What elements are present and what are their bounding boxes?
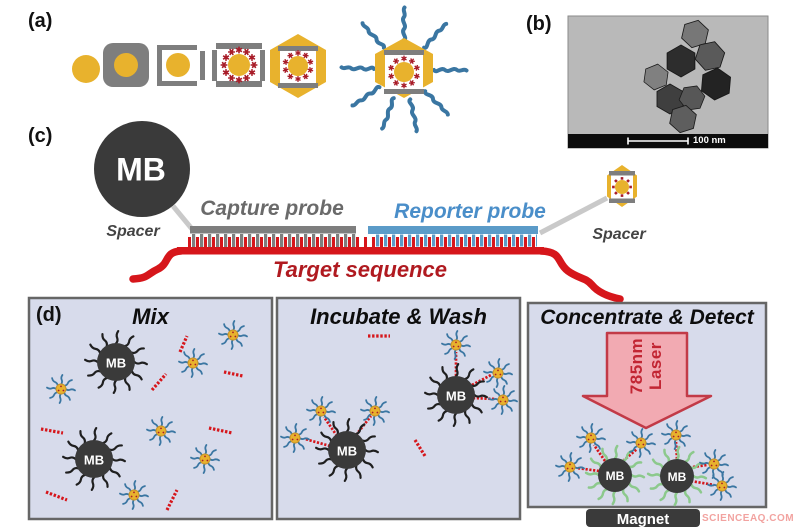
mix-contents	[40, 321, 247, 511]
target-strand-icon	[223, 370, 244, 378]
raman-reporter-icon	[212, 43, 265, 87]
panel-b-tem	[567, 15, 769, 149]
watermark: SCIENCEAQ.COM	[702, 513, 795, 524]
magnet-icon	[586, 509, 700, 527]
step-title-incubate: Incubate & Wash	[310, 304, 487, 329]
mb-label: MB	[605, 469, 625, 483]
spacer-right-label: Spacer	[592, 226, 646, 243]
target-strand-icon	[150, 372, 168, 392]
incubate-box	[275, 296, 522, 521]
panel-d-workflow	[27, 296, 768, 527]
target-strand-icon	[45, 490, 68, 502]
tem-micrograph	[567, 15, 769, 149]
silver-shell-icon	[103, 43, 149, 87]
step-title-concentrate: Concentrate & Detect	[540, 306, 754, 329]
mb-label: MB	[105, 355, 127, 371]
mb-label: MB	[336, 443, 358, 459]
target-strand-icon	[129, 237, 624, 303]
target-strand-icon	[165, 489, 179, 511]
panel-b-label: (b)	[526, 13, 552, 35]
etched-shell-icon	[157, 45, 205, 86]
laser-arrow-icon	[581, 331, 713, 430]
capture-probe-label: Capture probe	[200, 197, 344, 220]
capture-probe-comb	[190, 226, 356, 247]
reporter-probe-comb	[368, 226, 538, 247]
mb-label: MB	[445, 388, 467, 404]
magnetic-bead-icon	[94, 121, 190, 217]
mb-label: MB	[83, 452, 105, 468]
panel-c-scheme	[94, 121, 637, 303]
detect-contents	[556, 331, 736, 505]
mb-label: MB	[116, 151, 166, 188]
target-sequence-label: Target sequence	[272, 257, 448, 282]
incubate-contents	[281, 331, 517, 481]
spacer-link-left	[171, 204, 194, 231]
scalebar-label: 100 nm	[693, 135, 726, 146]
spacer-link-right	[538, 195, 609, 236]
laser-wavelength: 785nm	[627, 337, 646, 395]
target-strand-icon	[413, 439, 427, 457]
panel-a-synthesis	[72, 5, 469, 134]
target-strand-icon	[40, 427, 64, 435]
reporter-probe-label: Reporter probe	[394, 200, 546, 223]
magnet-label: Magnet	[616, 511, 670, 528]
panel-d-label: (d)	[36, 304, 62, 326]
spacer-left-label: Spacer	[106, 223, 160, 240]
mb-label: MB	[667, 470, 687, 484]
panel-c-label: (c)	[28, 125, 53, 147]
gold-cage-icon	[607, 165, 637, 207]
gold-core-icon	[72, 55, 100, 83]
laser-label: 785nm Laser	[627, 330, 667, 402]
target-strand-icon	[178, 335, 189, 353]
step-title-mix: Mix	[132, 304, 169, 329]
dna-nanorattle-icon	[342, 5, 469, 134]
laser-word: Laser	[646, 342, 665, 390]
gold-cage-icon	[270, 34, 326, 98]
panel-a-label: (a)	[28, 10, 53, 32]
